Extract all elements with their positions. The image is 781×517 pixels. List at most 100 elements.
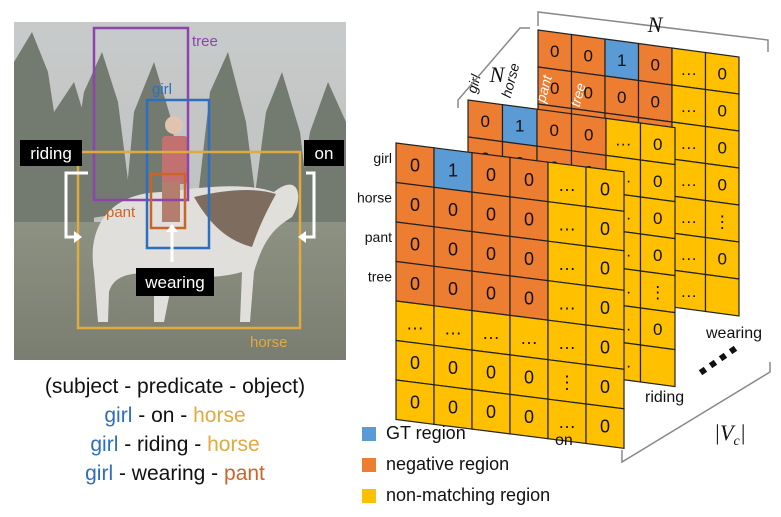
middle-layer-cell: [536, 182, 573, 226]
middle-layer-cell-value: 0: [481, 334, 490, 353]
back-layer-cell-value: …: [680, 282, 697, 301]
back-layer-cell: [570, 218, 606, 262]
middle-layer-cell: [605, 154, 642, 198]
front-layer-cell-value: 0: [524, 210, 534, 230]
back-layer-cell-value: 0: [617, 125, 626, 144]
front-layer-cell-value: 0: [410, 156, 420, 176]
middle-layer-cell-value: 0: [653, 172, 662, 191]
back-layer-cell: [704, 162, 740, 206]
on-label-box: [304, 140, 344, 166]
middle-layer-cell-value: 0: [481, 223, 490, 242]
triples-header: (subject - predicate - object): [44, 375, 306, 398]
middle-layer-cell: [536, 330, 573, 374]
front-layer-cell-value: ⋮: [558, 372, 576, 392]
back-layer-cell: [570, 33, 606, 77]
back-layer-cell-value: 0: [718, 249, 727, 268]
back-layer-cell-value: 0: [617, 199, 626, 218]
front-layer-cell-value: …: [406, 314, 424, 334]
back-layer-cell-value: 0: [617, 88, 626, 107]
riding-arrowhead: [74, 231, 82, 243]
back-layer-cell-value: 0: [651, 203, 660, 222]
front-layer-cell: [547, 359, 587, 405]
front-layer-cell: [547, 280, 587, 326]
row-label: tree: [368, 269, 392, 285]
middle-layer-cell-value: 1: [515, 117, 524, 136]
triples-block: (subject - predicate - object) girl - on…: [0, 372, 350, 488]
front-layer-cell-value: 0: [600, 417, 610, 437]
riding-arrow: [64, 171, 88, 239]
back-layer-cell: [637, 227, 673, 271]
riding-label: riding: [30, 144, 72, 163]
back-layer-cell-value: 0: [550, 153, 559, 172]
column-label: pant: [532, 72, 555, 104]
front-layer-cell: [433, 305, 473, 351]
front-layer-cell-value: …: [558, 293, 576, 313]
layer-label: wearing: [705, 325, 762, 342]
middle-layer-cell: [467, 321, 504, 365]
back-layer-cell-value: 0: [584, 120, 593, 139]
front-layer-cell-value: 0: [410, 195, 420, 215]
back-layer-cell: [671, 84, 707, 128]
triple-row: girl - wearing - pant: [85, 462, 265, 485]
back-layer-cell: [637, 190, 673, 234]
middle-layer-cell: [536, 108, 573, 152]
triple-object: horse: [207, 433, 260, 456]
back-layer-cell: [704, 236, 740, 280]
middle-layer-cell-value: 0: [584, 311, 593, 330]
legend-item-negative: negative region: [362, 449, 550, 480]
back-layer-cell-value: 0: [584, 268, 593, 287]
middle-layer-cell-value: 0: [584, 163, 593, 182]
back-layer-cell-value: …: [680, 245, 697, 264]
legend-swatch-gt: [362, 426, 376, 441]
front-layer-cell: [471, 270, 511, 317]
middle-layer-cell: [570, 224, 607, 268]
back-layer-cell: [704, 125, 740, 169]
row-label: pant: [365, 229, 392, 245]
front-layer-cell-value: 0: [448, 200, 458, 220]
front-layer-cell: [395, 181, 435, 228]
back-layer-cell-value: …: [680, 97, 697, 116]
middle-layer-cell-value: …: [615, 315, 632, 334]
middle-layer-cell: [570, 187, 607, 231]
middle-layer-cell-value: 0: [653, 320, 662, 339]
back-layer-cell: [570, 107, 606, 151]
back-layer-cell-value: 0: [584, 83, 593, 102]
back-layer-cell: [637, 264, 673, 308]
back-layer-cell: [637, 153, 673, 197]
middle-layer-cell: [501, 214, 538, 258]
middle-layer-cell: [605, 191, 642, 235]
back-layer-cell-value: 0: [718, 64, 727, 83]
middle-layer-cell: [501, 325, 538, 369]
front-layer-cell-value: 0: [448, 358, 458, 378]
front-layer-cell: [471, 309, 511, 356]
back-layer-cell: [604, 186, 640, 230]
front-layer-cell: [509, 314, 549, 361]
front-layer-cell-value: 0: [410, 393, 420, 413]
top-dimension-bracket: [537, 11, 769, 52]
triple-row: girl - riding - horse: [90, 433, 260, 456]
middle-layer-cell-value: 0: [550, 195, 559, 214]
front-layer-cell-value: 0: [524, 170, 534, 190]
girl-box-label: girl: [152, 81, 172, 98]
front-layer-cell: [395, 142, 435, 188]
scene-photo: tree girl pant horse riding on wearing: [14, 22, 346, 360]
front-layer-cell: [433, 265, 473, 312]
front-layer-cell: [585, 245, 625, 291]
front-layer-cell-value: 0: [448, 397, 458, 417]
back-layer-cell: [570, 255, 606, 299]
triple-predicate: riding: [137, 433, 189, 456]
on-arrow: [304, 171, 316, 239]
back-layer-cell-value: …: [680, 208, 697, 227]
front-layer-cell: [433, 186, 473, 233]
front-layer-cell-value: 0: [486, 244, 496, 264]
middle-layer-cell: [570, 261, 607, 305]
back-layer-cell: [671, 269, 707, 313]
middle-layer-cell-value: …: [615, 167, 632, 186]
triple-predicate: wearing: [131, 462, 206, 485]
wearing-arrowhead: [166, 224, 178, 232]
front-layer-cell: [547, 319, 587, 366]
back-layer-cell-value: …: [680, 60, 697, 79]
middle-layer-cell: [536, 293, 573, 337]
front-layer-cell-value: …: [444, 318, 462, 338]
back-layer-cell: [570, 144, 606, 188]
